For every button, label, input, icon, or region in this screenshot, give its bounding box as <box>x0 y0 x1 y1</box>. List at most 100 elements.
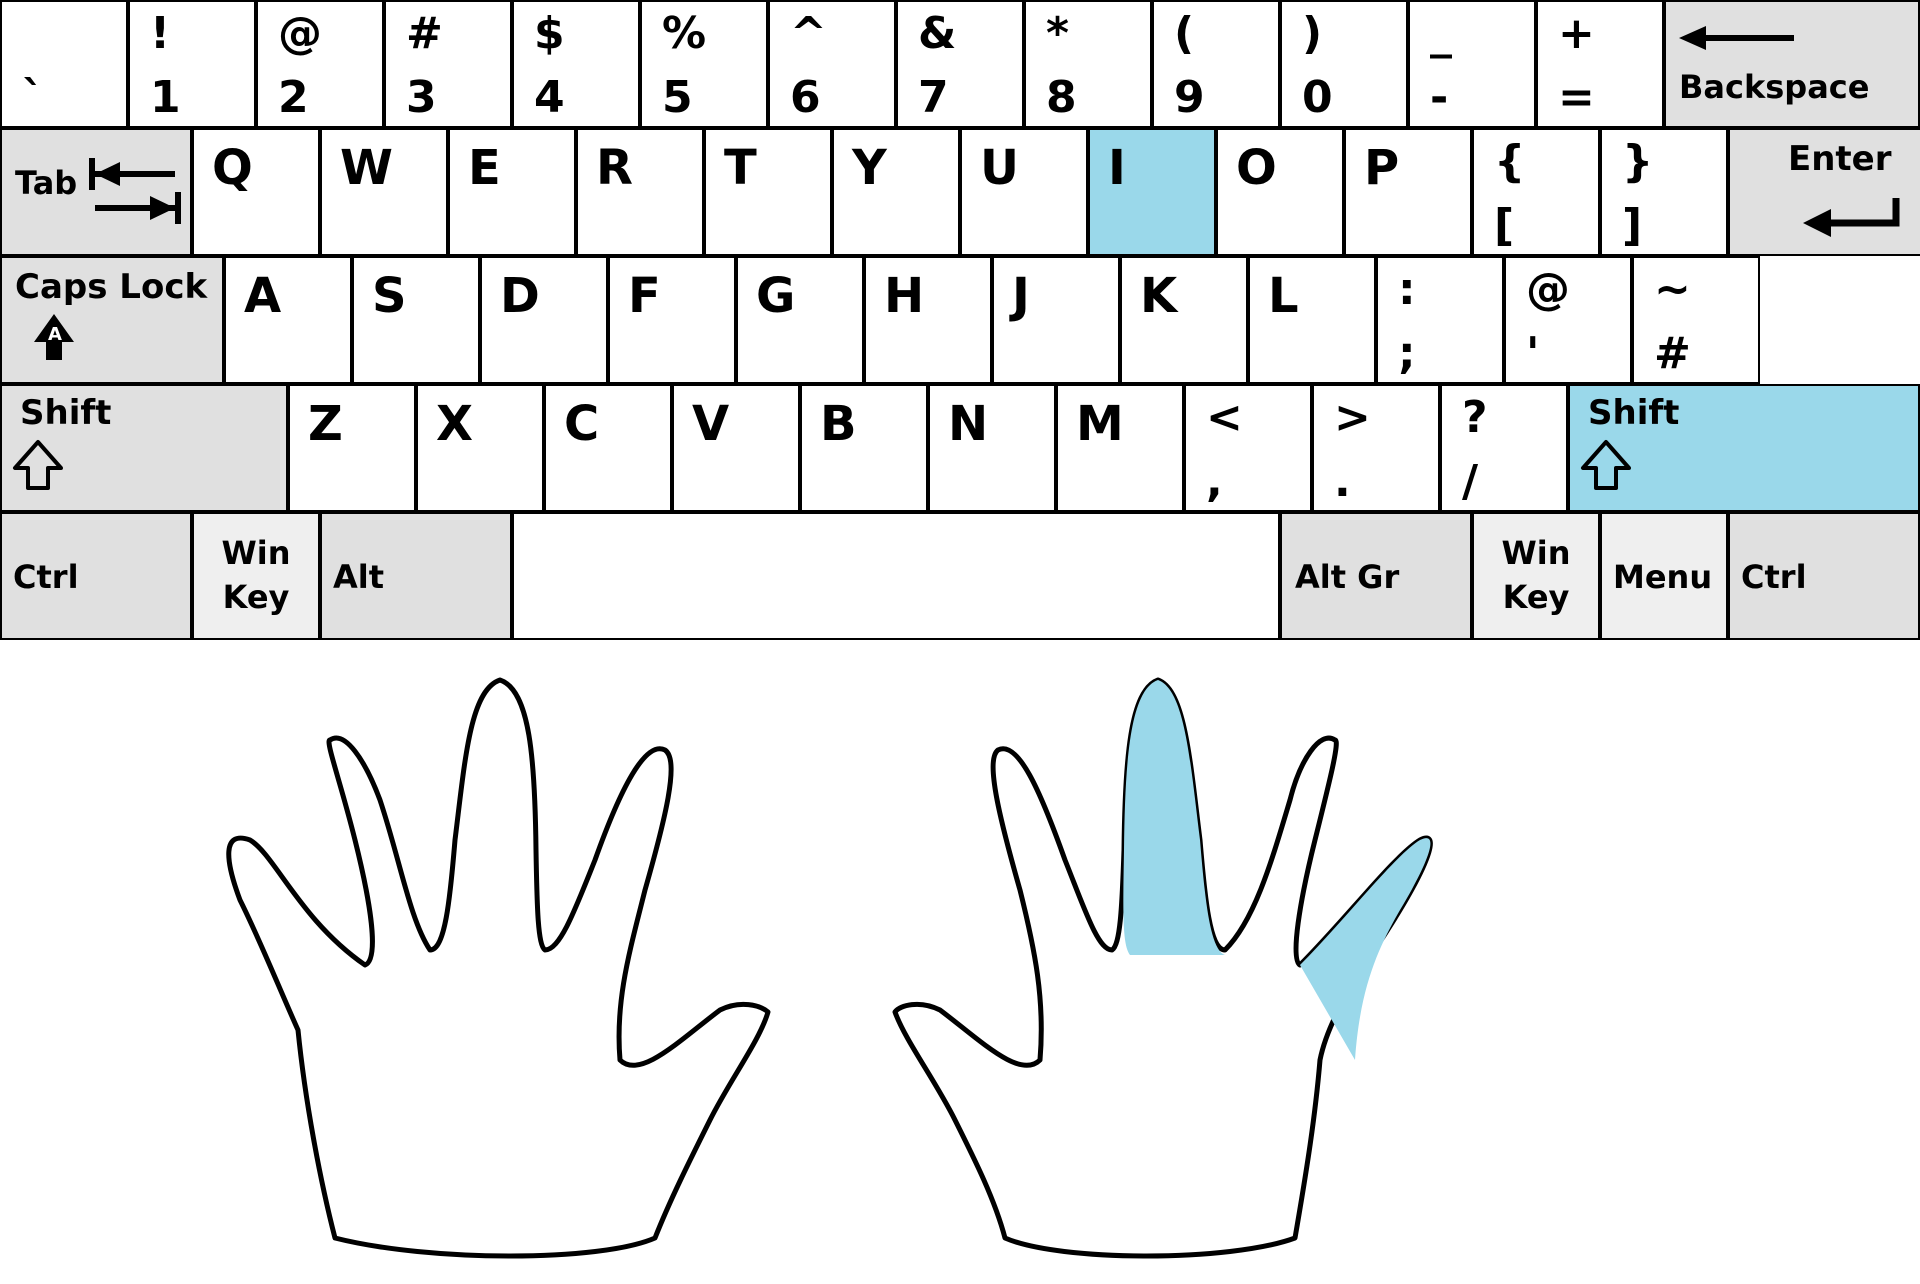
backspace-arrow-icon <box>1679 26 1794 50</box>
key-9[interactable]: (9 <box>1152 0 1280 128</box>
key-cap <box>512 0 640 128</box>
key-v[interactable]: V <box>672 384 800 512</box>
key-legend: T <box>724 140 757 196</box>
key-t[interactable]: T <box>704 128 832 256</box>
key-cap <box>352 256 480 384</box>
key-0[interactable]: )0 <box>1280 0 1408 128</box>
key-cap <box>1376 256 1504 384</box>
key-left-bracket[interactable]: {[ <box>1472 128 1600 256</box>
key-cap <box>480 256 608 384</box>
key-upper-legend: @ <box>1526 264 1570 315</box>
key-right-shift[interactable]: Shift <box>1568 384 1920 512</box>
key-upper-legend: % <box>662 8 706 59</box>
key-left-shift[interactable]: Shift <box>0 384 288 512</box>
key-minus[interactable]: _- <box>1408 0 1536 128</box>
key-legend: Q <box>212 140 253 196</box>
key-j[interactable]: J <box>992 256 1120 384</box>
key-u[interactable]: U <box>960 128 1088 256</box>
key-2[interactable]: @2 <box>256 0 384 128</box>
key-cap <box>1120 256 1248 384</box>
key-h[interactable]: H <box>864 256 992 384</box>
key-period[interactable]: >. <box>1312 384 1440 512</box>
key-legend: G <box>756 268 795 324</box>
key-k[interactable]: K <box>1120 256 1248 384</box>
key-cap <box>0 384 288 512</box>
key-tab[interactable]: Tab <box>0 128 192 256</box>
key-cap <box>128 0 256 128</box>
key-cap <box>1152 0 1280 128</box>
key-cap <box>320 128 448 256</box>
key-left-alt[interactable]: Alt <box>320 512 512 640</box>
key-hash[interactable]: ~# <box>1632 256 1760 384</box>
key-m[interactable]: M <box>1056 384 1184 512</box>
key-1[interactable]: !1 <box>128 0 256 128</box>
key-lower-legend: 0 <box>1302 72 1333 123</box>
key-y[interactable]: Y <box>832 128 960 256</box>
caps-lock-icon: A <box>34 314 74 360</box>
key-upper-legend: > <box>1334 392 1371 443</box>
key-space[interactable] <box>512 512 1280 640</box>
key-legend: X <box>436 396 473 452</box>
key-cap <box>576 128 704 256</box>
key-menu[interactable]: Menu <box>1600 512 1728 640</box>
key-semicolon[interactable]: :; <box>1376 256 1504 384</box>
key-o[interactable]: O <box>1216 128 1344 256</box>
key-backspace[interactable]: Backspace <box>1664 0 1920 128</box>
key-5[interactable]: %5 <box>640 0 768 128</box>
key-s[interactable]: S <box>352 256 480 384</box>
key-p[interactable]: P <box>1344 128 1472 256</box>
key-l[interactable]: L <box>1248 256 1376 384</box>
key-label: Caps Lock <box>15 267 208 307</box>
key-legend: P <box>1364 140 1399 196</box>
key-i[interactable]: I <box>1088 128 1216 256</box>
key-lower-legend: ` <box>22 72 44 123</box>
key-upper-legend: ( <box>1174 8 1194 59</box>
key-legend: L <box>1268 268 1299 324</box>
key-backtick[interactable]: ` <box>0 0 128 128</box>
shift-arrow-icon <box>13 440 63 490</box>
key-right-bracket[interactable]: }] <box>1600 128 1728 256</box>
key-left-ctrl[interactable]: Ctrl <box>0 512 192 640</box>
key-comma[interactable]: <, <box>1184 384 1312 512</box>
key-r[interactable]: R <box>576 128 704 256</box>
key-cap <box>1440 384 1568 512</box>
key-6[interactable]: ^6 <box>768 0 896 128</box>
key-b[interactable]: B <box>800 384 928 512</box>
enter-arrow-icon <box>1803 198 1900 237</box>
key-g[interactable]: G <box>736 256 864 384</box>
key-legend: Y <box>851 140 888 196</box>
key-d[interactable]: D <box>480 256 608 384</box>
key-label: Shift <box>1588 393 1679 433</box>
key-a[interactable]: A <box>224 256 352 384</box>
key-c[interactable]: C <box>544 384 672 512</box>
key-cap <box>800 384 928 512</box>
key-upper-legend: @ <box>278 8 322 59</box>
key-slash[interactable]: ?/ <box>1440 384 1568 512</box>
key-legend: C <box>564 396 599 452</box>
key-upper-legend: ) <box>1302 8 1322 59</box>
key-alt-gr[interactable]: Alt Gr <box>1280 512 1472 640</box>
key-n[interactable]: N <box>928 384 1056 512</box>
key-right-ctrl[interactable]: Ctrl <box>1728 512 1920 640</box>
key-4[interactable]: $4 <box>512 0 640 128</box>
key-f[interactable]: F <box>608 256 736 384</box>
right-pinky-finger-highlight <box>1300 838 1431 1060</box>
key-e[interactable]: E <box>448 128 576 256</box>
key-apostrophe[interactable]: @' <box>1504 256 1632 384</box>
key-upper-legend: ? <box>1462 392 1488 443</box>
key-enter[interactable]: Enter <box>1728 128 1920 256</box>
key-7[interactable]: &7 <box>896 0 1024 128</box>
key-z[interactable]: Z <box>288 384 416 512</box>
key-8[interactable]: *8 <box>1024 0 1152 128</box>
right-middle-finger-highlight <box>1123 680 1225 955</box>
key-x[interactable]: X <box>416 384 544 512</box>
key-equals[interactable]: += <box>1536 0 1664 128</box>
key-q[interactable]: Q <box>192 128 320 256</box>
key-w[interactable]: W <box>320 128 448 256</box>
key-3[interactable]: #3 <box>384 0 512 128</box>
key-lower-legend: . <box>1334 456 1351 507</box>
